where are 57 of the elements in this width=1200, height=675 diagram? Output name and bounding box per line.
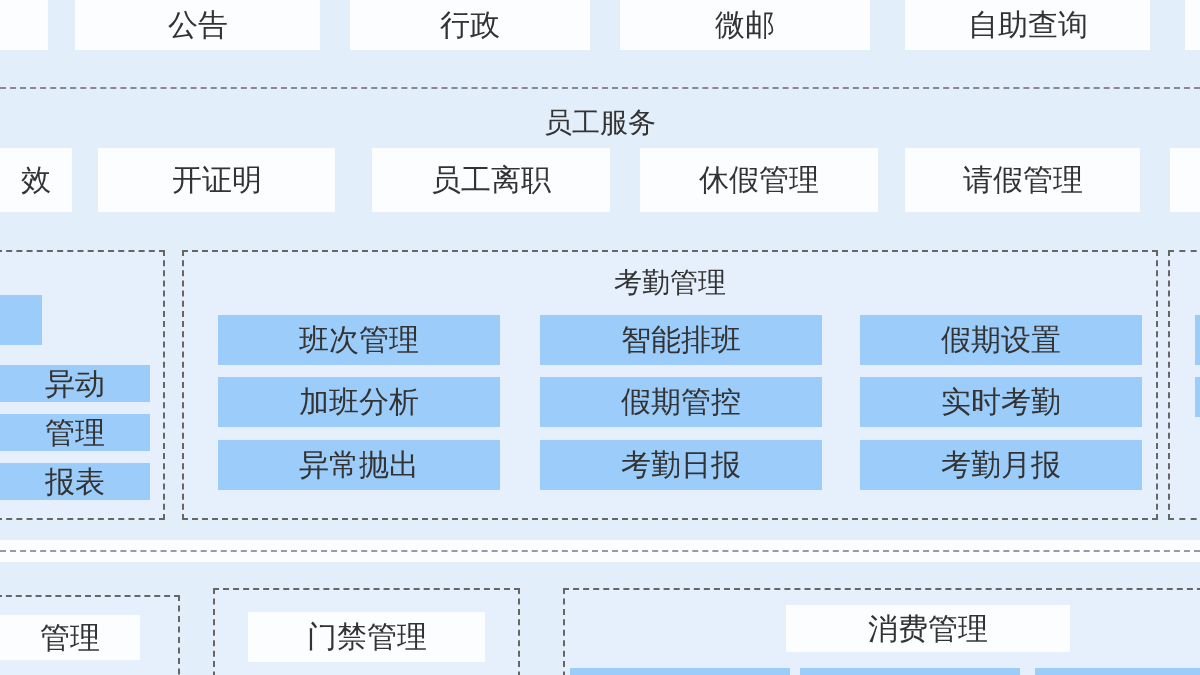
item-label: 管理 [40, 622, 100, 653]
item-label: 消费管理 [868, 613, 988, 644]
feature-box [0, 295, 42, 345]
item-label: 假期设置 [941, 325, 1061, 355]
item-label: 微邮 [715, 10, 775, 40]
group-panel [0, 250, 165, 520]
menu-box [0, 0, 48, 50]
feature-box [540, 377, 822, 427]
item-label: 考勤日报 [621, 450, 741, 480]
feature-box [218, 377, 500, 427]
item-label: 假期管控 [621, 387, 741, 417]
feature-box [0, 414, 150, 451]
feature-box [0, 463, 150, 500]
feature-box [860, 440, 1142, 490]
item-label: 异常抛出 [299, 450, 419, 480]
item-label: 班次管理 [299, 325, 419, 355]
item-label: 员工离职 [431, 165, 551, 195]
item-label: 报表 [45, 466, 105, 497]
feature-box [860, 315, 1142, 365]
group-panel [563, 588, 1200, 675]
group-panel [213, 588, 520, 675]
menu-box [905, 0, 1150, 50]
item-label: 自助查询 [967, 10, 1088, 40]
item-label: 智能排班 [621, 325, 741, 355]
group-panel [182, 250, 1158, 520]
item-label: 请假管理 [962, 165, 1083, 195]
group-title: 考勤管理 [613, 265, 727, 301]
feature-box [540, 315, 822, 365]
feature-box [860, 377, 1142, 427]
menu-box [620, 0, 870, 50]
menu-box [1170, 148, 1200, 212]
item-label: 休假管理 [699, 165, 819, 195]
menu-box [0, 148, 72, 212]
item-label: 公告 [167, 10, 228, 40]
item-label: 异动 [45, 368, 105, 399]
item-label: 实时考勤 [941, 387, 1061, 417]
menu-box [1185, 0, 1200, 50]
menu-box [640, 148, 878, 212]
item-label: 开证明 [171, 165, 262, 195]
item-label: 考勤月报 [941, 450, 1061, 480]
menu-box [350, 0, 590, 50]
item-label: 效 [21, 165, 51, 195]
group-panel [1168, 250, 1200, 520]
item-label: 门禁管理 [306, 622, 427, 652]
group-panel [0, 595, 180, 675]
menu-box [372, 148, 610, 212]
menu-box [98, 148, 335, 212]
group-title: 员工服务 [543, 105, 657, 141]
feature-box [0, 365, 150, 402]
feature-box [540, 440, 822, 490]
item-label: 管理 [45, 417, 105, 448]
menu-box [75, 0, 320, 50]
feature-box [218, 315, 500, 365]
feature-box [218, 440, 500, 490]
item-label: 加班分析 [299, 387, 419, 417]
item-label: 行政 [440, 10, 500, 40]
menu-box [905, 148, 1140, 212]
